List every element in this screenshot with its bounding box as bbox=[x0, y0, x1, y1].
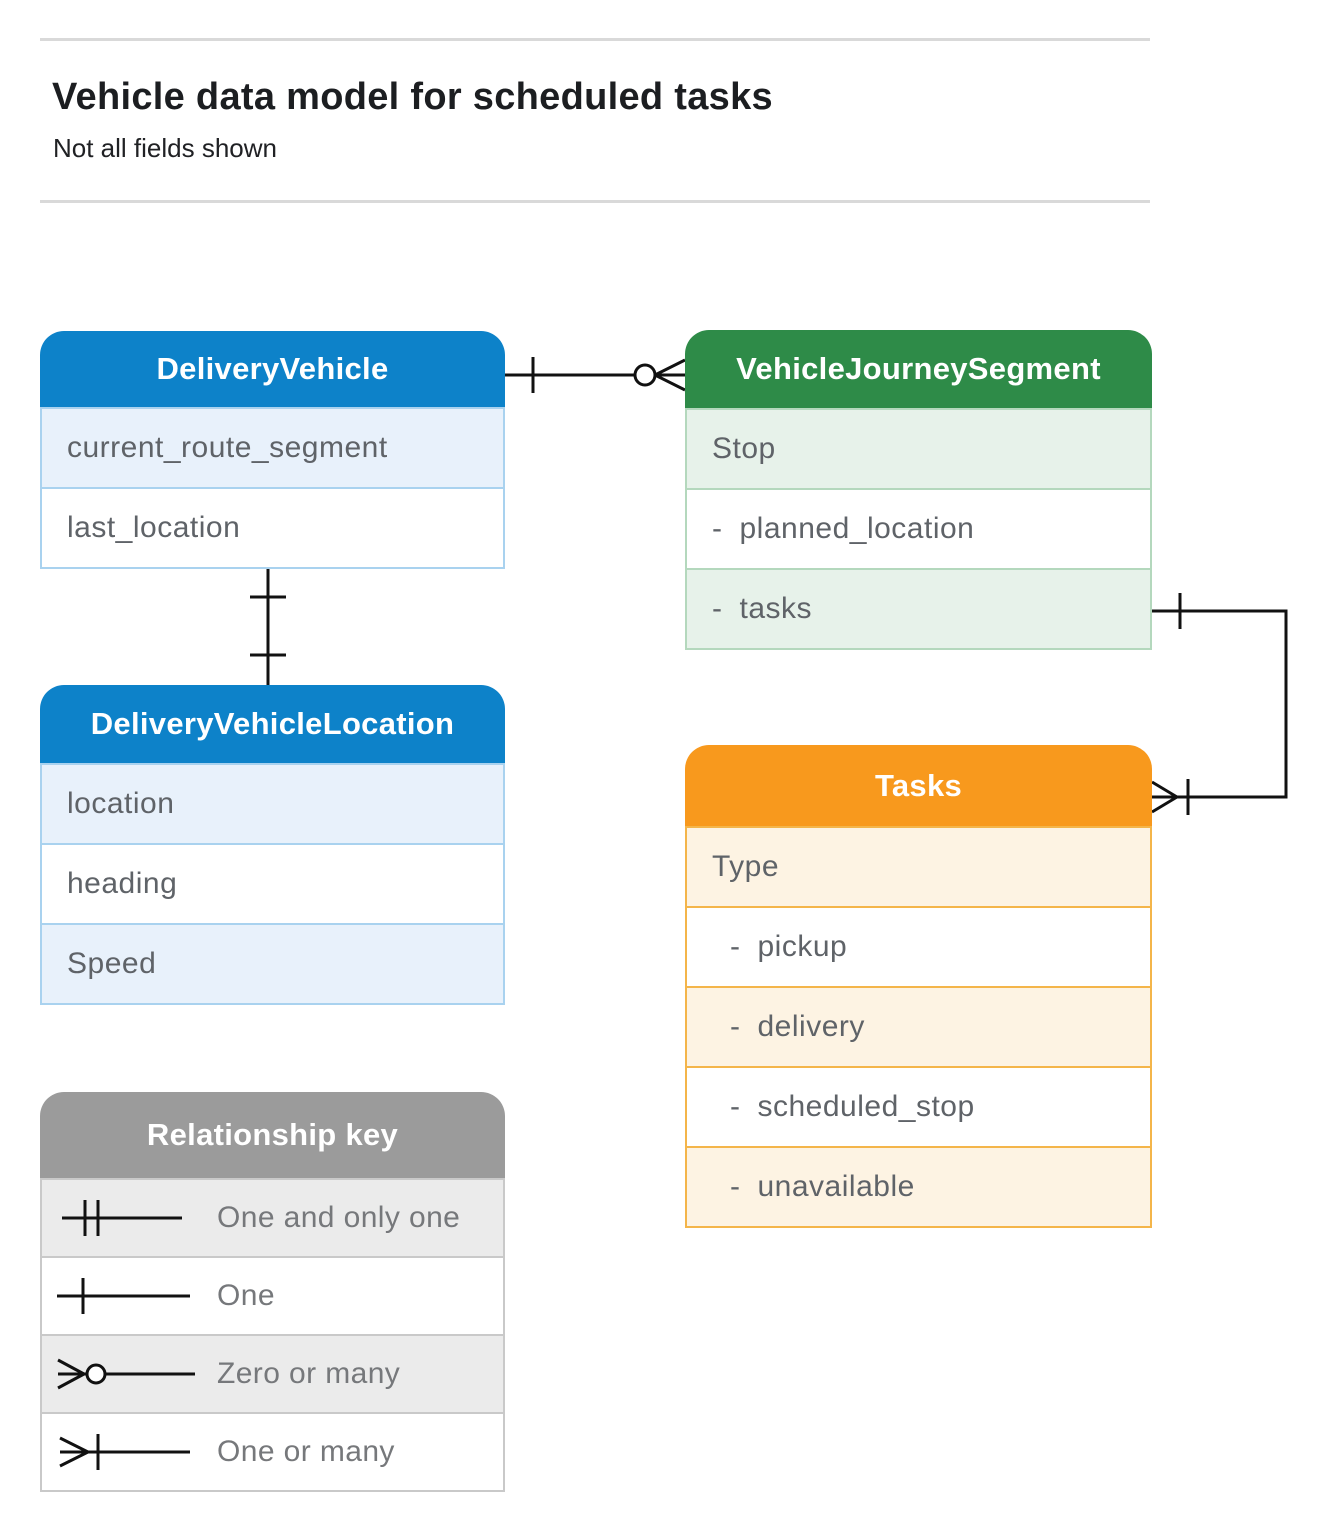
entity-tasks: Tasks Type - pickup - delivery - schedul… bbox=[685, 745, 1152, 1228]
entity-delivery-vehicle-location-fields: location heading Speed bbox=[40, 763, 505, 1005]
field-label: tasks bbox=[739, 592, 813, 625]
entity-vehicle-journey-segment: VehicleJourneySegment Stop - planned_loc… bbox=[685, 330, 1152, 650]
zero-or-many-icon bbox=[57, 1358, 195, 1390]
field-label: last_location bbox=[67, 511, 241, 544]
field-row: location bbox=[42, 763, 503, 843]
legend-label: One and only one bbox=[217, 1201, 461, 1234]
relationship-key-rows: One and only one One Zero or many bbox=[40, 1178, 505, 1492]
field-row: - scheduled_stop bbox=[687, 1066, 1150, 1146]
entity-vehicle-journey-segment-title: VehicleJourneySegment bbox=[685, 330, 1152, 408]
entity-tasks-title: Tasks bbox=[685, 745, 1152, 826]
entity-delivery-vehicle-fields: current_route_segment last_location bbox=[40, 407, 505, 569]
one-and-only-one-icon bbox=[62, 1200, 182, 1236]
connector-vehiclejourneysegment-tasks bbox=[1151, 593, 1288, 815]
page-subtitle: Not all fields shown bbox=[53, 133, 277, 163]
field-row: heading bbox=[42, 843, 503, 923]
entity-delivery-vehicle-title: DeliveryVehicle bbox=[40, 331, 505, 407]
top-divider bbox=[40, 38, 1150, 41]
header-divider bbox=[40, 200, 1150, 203]
field-label: scheduled_stop bbox=[757, 1090, 975, 1123]
one-icon bbox=[57, 1278, 190, 1314]
field-label: delivery bbox=[757, 1010, 865, 1043]
field-label: Speed bbox=[67, 947, 157, 980]
legend-label: One or many bbox=[217, 1435, 395, 1468]
entity-delivery-vehicle: DeliveryVehicle current_route_segment la… bbox=[40, 331, 505, 569]
field-label: planned_location bbox=[739, 512, 975, 545]
field-row: - delivery bbox=[687, 986, 1150, 1066]
relationship-key: Relationship key One and only one One bbox=[40, 1092, 505, 1492]
field-row: last_location bbox=[42, 487, 503, 567]
connector-deliveryvehicle-vehiclejourneysegment bbox=[505, 357, 686, 393]
legend-row: One or many bbox=[42, 1412, 503, 1490]
field-row: Stop bbox=[687, 408, 1150, 488]
field-bullet: - bbox=[730, 1010, 741, 1043]
field-label: heading bbox=[67, 867, 178, 900]
legend-row: One bbox=[42, 1256, 503, 1334]
legend-row: Zero or many bbox=[42, 1334, 503, 1412]
field-label: location bbox=[67, 787, 175, 820]
connector-deliveryvehicle-deliveryvehiclelocation bbox=[250, 567, 286, 685]
entity-vehicle-journey-segment-fields: Stop - planned_location - tasks bbox=[685, 408, 1152, 650]
field-label: Stop bbox=[712, 432, 776, 465]
field-bullet: - bbox=[730, 930, 741, 963]
field-bullet: - bbox=[712, 592, 723, 625]
entity-tasks-fields: Type - pickup - delivery - scheduled_sto… bbox=[685, 826, 1152, 1228]
entity-delivery-vehicle-location: DeliveryVehicleLocation location heading… bbox=[40, 685, 505, 1005]
field-bullet: - bbox=[730, 1170, 741, 1203]
field-row: - pickup bbox=[687, 906, 1150, 986]
field-row: - planned_location bbox=[687, 488, 1150, 568]
field-row: - unavailable bbox=[687, 1146, 1150, 1226]
legend-label: Zero or many bbox=[217, 1357, 401, 1390]
field-label: pickup bbox=[757, 930, 848, 963]
page-title: Vehicle data model for scheduled tasks bbox=[52, 76, 773, 118]
entity-delivery-vehicle-location-title: DeliveryVehicleLocation bbox=[40, 685, 505, 763]
field-row: Speed bbox=[42, 923, 503, 1003]
field-label: unavailable bbox=[757, 1170, 915, 1203]
field-label: current_route_segment bbox=[67, 431, 388, 464]
field-row: current_route_segment bbox=[42, 407, 503, 487]
legend-row: One and only one bbox=[42, 1178, 503, 1256]
relationship-key-title: Relationship key bbox=[40, 1092, 505, 1178]
field-row: - tasks bbox=[687, 568, 1150, 648]
field-row: Type bbox=[687, 826, 1150, 906]
one-or-many-icon bbox=[59, 1434, 190, 1470]
legend-label: One bbox=[217, 1279, 275, 1312]
field-label: Type bbox=[712, 850, 780, 883]
field-bullet: - bbox=[730, 1090, 741, 1123]
field-bullet: - bbox=[712, 512, 723, 545]
